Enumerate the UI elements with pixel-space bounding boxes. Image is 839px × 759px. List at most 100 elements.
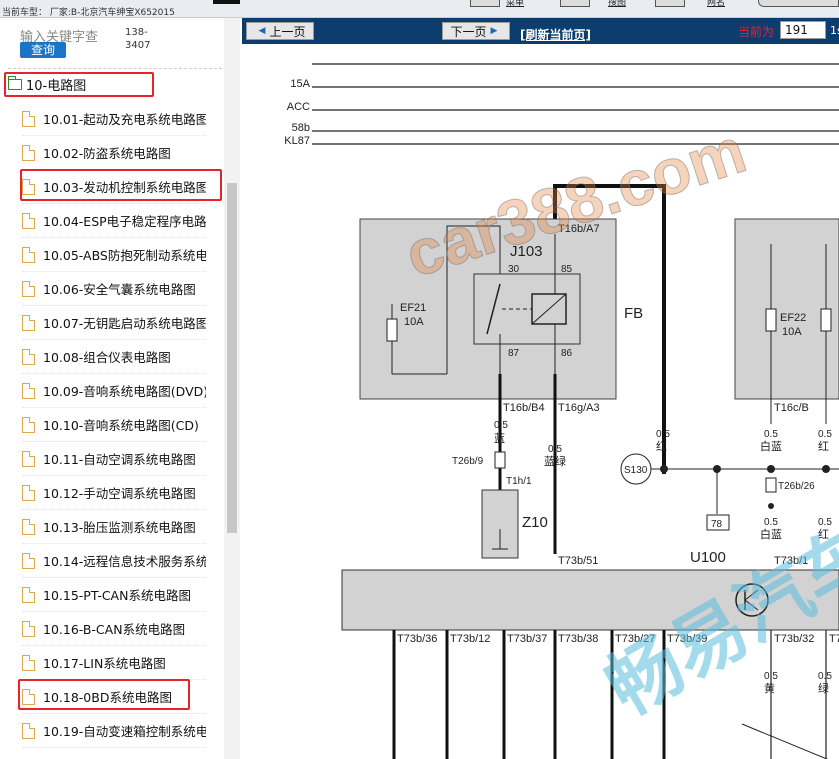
relay-pin-30: 30 (508, 264, 520, 275)
bus-label: ACC (287, 101, 310, 113)
tree-item[interactable]: 10.12-手动空调系统电路图 (22, 476, 206, 510)
tree-item[interactable]: 10.02-防盗系统电路图 (22, 136, 206, 170)
tree-item[interactable]: 10.15-PT-CAN系统电路图 (22, 578, 206, 612)
tree-item[interactable]: 10.08-组合仪表电路图 (22, 340, 206, 374)
refresh-page-link[interactable]: [刷新当前页] (520, 28, 591, 42)
tree-item[interactable]: 10.03-发动机控制系统电路图 (22, 170, 206, 204)
ecu-pin-label: T73b/ (829, 633, 839, 645)
menu-button-icon[interactable] (470, 0, 500, 7)
tree-item-label: 10.05-ABS防抱死制动系统电路图 (43, 248, 206, 263)
ecu-pin-label: T73b/12 (450, 633, 490, 645)
conn-t26b-26: T26b/26 (778, 481, 815, 492)
conn-t26b-9: T26b/9 (452, 456, 484, 467)
wire-color-yellow: 黄 (764, 681, 775, 695)
tree-item-label: 10.17-LIN系统电路图 (43, 656, 166, 671)
tree-item-label: 10.18-0BD系统电路图 (43, 690, 172, 705)
tree-folder-label: 10-电路图 (26, 78, 87, 94)
ecu-name: U100 (690, 549, 726, 566)
tree-item[interactable]: 10.05-ABS防抱死制动系统电路图 (22, 238, 206, 272)
tree-item[interactable]: 10.09-音响系统电路图(DVD) (22, 374, 206, 408)
page-icon (22, 110, 35, 127)
wire-color-red-2: 红 (818, 440, 829, 453)
sidebar: 输入关键字查 查询 138- 3407 10-电路图 10.01-起动及充电系统… (0, 18, 240, 759)
relay-pin-86: 86 (561, 348, 573, 359)
tree-item-label: 10.04-ESP电子稳定程序电路图 (43, 214, 206, 229)
tree-folder-circuit[interactable]: 10-电路图 (8, 73, 86, 95)
bus-label: 15A (290, 78, 310, 90)
page-icon (22, 450, 35, 467)
tree-item[interactable]: 10.18-0BD系统电路图 (22, 680, 206, 714)
wire-color-red: 红 (656, 440, 667, 453)
page-icon (22, 654, 35, 671)
wire-0.5-d: 0.5 (764, 429, 778, 440)
tree-item[interactable]: 10.19-自动变速箱控制系统电路图 (22, 714, 206, 748)
conn-t1h-1: T1h/1 (506, 476, 532, 487)
page-icon (22, 620, 35, 637)
bus-label: 58b (292, 122, 310, 134)
ecu-pin-label: T73b/36 (397, 633, 437, 645)
page-number-input[interactable]: 191 (780, 21, 826, 39)
viewer-pane: ◀ 上一页 下一页 ▶ [刷新当前页] 当前为 191 1s 15A ACC 58b… (242, 18, 839, 759)
tree-item[interactable]: 10.17-LIN系统电路图 (22, 646, 206, 680)
bus-label: KL87 (284, 135, 310, 147)
tree-item-label: 10.19-自动变速箱控制系统电路图 (43, 724, 206, 739)
tree-item[interactable]: 10.11-自动空调系统电路图 (22, 442, 206, 476)
current-page-label: 当前为 (738, 25, 775, 39)
page-navigation-bar: ◀ 上一页 下一页 ▶ [刷新当前页] 当前为 191 1s (242, 18, 839, 44)
tree-item[interactable]: 10.13-胎压监测系统电路图 (22, 510, 206, 544)
fb-label: FB (624, 305, 643, 322)
web-button-icon[interactable] (655, 0, 685, 7)
wire-color-white-blue: 白蓝 (760, 439, 782, 453)
tree-item-label: 10.12-手动空调系统电路图 (43, 486, 196, 501)
highlight-box (20, 169, 222, 201)
result-count-line1: 138- (125, 27, 148, 38)
conn-t73b-51: T73b/51 (558, 555, 598, 567)
wire-0.5-h: 0.5 (764, 671, 778, 682)
tree-item[interactable]: 10.07-无钥匙启动系统电路图 (22, 306, 206, 340)
sidebar-scrollbar[interactable] (224, 18, 240, 759)
ecu-pin-label: T73b/27 (615, 633, 655, 645)
page-icon (22, 178, 35, 195)
search-input[interactable]: 输入关键字查 (20, 30, 99, 45)
search-image-button[interactable]: 搜图 (608, 0, 627, 8)
folder-open-icon (8, 75, 22, 90)
conn-t73b-1: T73b/1 (774, 555, 808, 567)
tree-item-label: 10.01-起动及充电系统电路图 (43, 112, 206, 127)
scrollbar-thumb[interactable] (227, 183, 237, 533)
tree-item-label: 10.10-音响系统电路图(CD) (43, 418, 199, 433)
wire-color-blue-green: 蓝绿 (544, 454, 566, 468)
ground-78: 78 (711, 519, 723, 530)
page-icon (22, 416, 35, 433)
conn-t16b-a7: T16b/A7 (558, 223, 600, 235)
next-page-label: 下一页 (450, 24, 487, 39)
splice-name: S130 (624, 465, 648, 476)
tree-item[interactable]: 10.14-远程信息技术服务系统电路图 (22, 544, 206, 578)
wire-0.5-f: 0.5 (764, 517, 778, 528)
tree-item[interactable]: 10.10-音响系统电路图(CD) (22, 408, 206, 442)
result-count-line2: 3407 (125, 40, 151, 51)
toolbar-extra-button[interactable] (758, 0, 839, 7)
tree-item[interactable]: 10.06-安全气囊系统电路图 (22, 272, 206, 306)
relay-name: J103 (510, 243, 543, 260)
fuse2-rating: 10A (782, 326, 802, 338)
web-button[interactable]: 网名 (707, 0, 726, 8)
fuse1-rating: 10A (404, 316, 424, 328)
wire-0.5-e: 0.5 (818, 429, 832, 440)
page-icon (22, 144, 35, 161)
search-button[interactable]: 查询 (20, 42, 66, 58)
wire-0.5-c: 0.5 (656, 429, 670, 440)
page-icon (22, 348, 35, 365)
page-icon (22, 212, 35, 229)
divider (8, 68, 222, 69)
next-page-button[interactable]: 下一页 ▶ (442, 22, 510, 40)
search-image-button-icon[interactable] (560, 0, 590, 7)
highlight-box (18, 679, 190, 710)
tree-item[interactable]: 10.01-起动及充电系统电路图 (22, 102, 206, 136)
tree-item[interactable]: 10.16-B-CAN系统电路图 (22, 612, 206, 646)
tree-item[interactable]: 10.04-ESP电子稳定程序电路图 (22, 204, 206, 238)
page-icon (22, 688, 35, 705)
result-count: 138- 3407 (125, 26, 150, 52)
prev-page-button[interactable]: ◀ 上一页 (246, 22, 314, 40)
relay-pin-87: 87 (508, 348, 520, 359)
menu-button[interactable]: 菜单 (506, 0, 525, 8)
